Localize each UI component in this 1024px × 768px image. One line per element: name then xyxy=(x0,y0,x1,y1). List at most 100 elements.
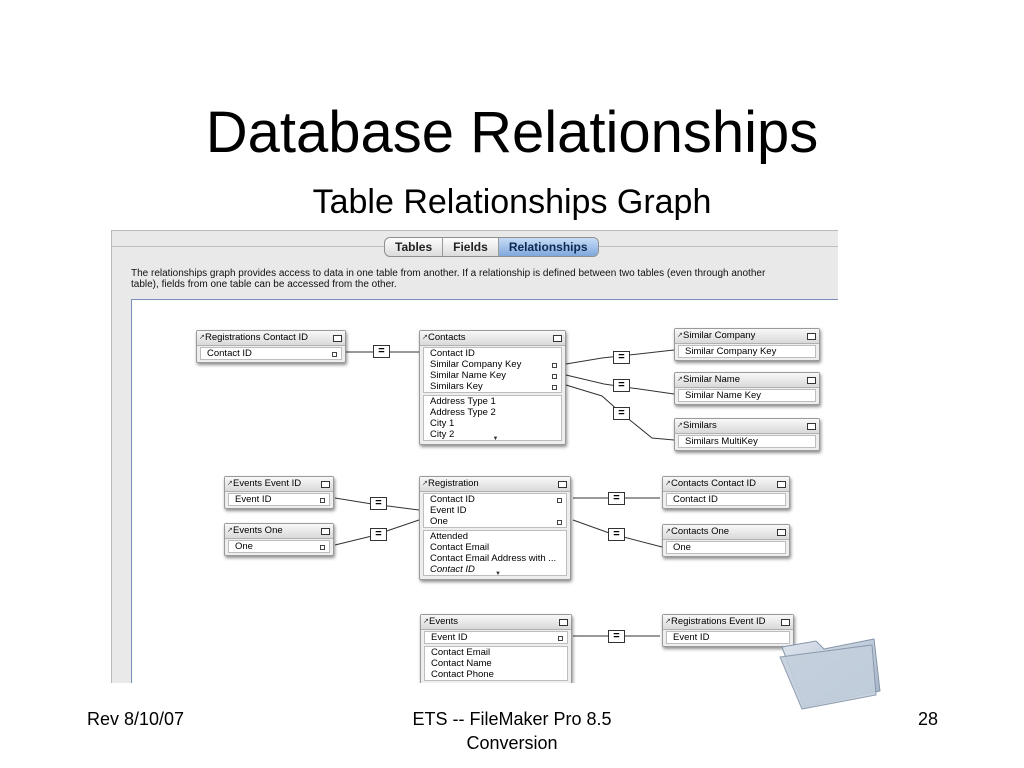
field-row[interactable]: Contact ID xyxy=(430,494,562,505)
collapse-toggle-icon[interactable] xyxy=(333,335,342,342)
table-header[interactable]: ↗ Contacts Contact ID xyxy=(663,477,789,492)
collapse-toggle-icon[interactable] xyxy=(321,481,330,488)
field-row[interactable]: Similar Company Key xyxy=(685,346,811,357)
table-handle-icon: ↗ xyxy=(677,376,683,383)
collapse-toggle-icon[interactable] xyxy=(807,423,816,430)
table-occurrence-contacts[interactable]: ↗ Contacts Contact ID Similar Company Ke… xyxy=(419,330,566,445)
field-row[interactable]: Event ID xyxy=(430,505,562,516)
equals-join-icon[interactable]: = xyxy=(608,630,625,643)
equals-join-icon[interactable]: = xyxy=(608,492,625,505)
table-header[interactable]: ↗ Registrations Event ID xyxy=(663,615,793,630)
field-row[interactable]: One xyxy=(673,542,781,553)
table-title: Contacts xyxy=(428,332,466,343)
field-row[interactable]: Contact ID xyxy=(673,494,781,505)
table-title: Contacts Contact ID xyxy=(671,478,757,489)
table-occurrence-events[interactable]: ↗ Events Event ID Contact Email Contact … xyxy=(420,614,572,683)
field-row[interactable]: Address Type 1 xyxy=(430,396,557,407)
equals-join-icon[interactable]: = xyxy=(613,407,630,420)
table-occurrence-similar-name[interactable]: ↗ Similar Name Similar Name Key xyxy=(674,372,820,405)
field-row[interactable]: Contact Email Address with ... xyxy=(430,553,562,564)
equals-join-icon[interactable]: = xyxy=(373,345,390,358)
collapse-toggle-icon[interactable] xyxy=(558,481,567,488)
collapse-toggle-icon[interactable] xyxy=(559,619,568,626)
table-header[interactable]: ↗ Registration xyxy=(420,477,570,492)
table-occurrence-similars[interactable]: ↗ Similars Similars MultiKey xyxy=(674,418,820,451)
table-header[interactable]: ↗ Similars xyxy=(675,419,819,434)
collapse-toggle-icon[interactable] xyxy=(777,529,786,536)
relationships-description: The relationships graph provides access … xyxy=(131,268,838,290)
tab-tables[interactable]: Tables xyxy=(385,238,444,256)
table-title: Events xyxy=(429,616,459,627)
table-handle-icon: ↗ xyxy=(665,618,671,625)
field-row[interactable]: Similar Company Key xyxy=(430,359,557,370)
field-row[interactable]: Event ID xyxy=(673,632,785,643)
field-row[interactable]: City 1 xyxy=(430,418,557,429)
table-occurrence-registration[interactable]: ↗ Registration Contact ID Event ID One A… xyxy=(419,476,571,580)
collapse-toggle-icon[interactable] xyxy=(553,335,562,342)
field-name: Similar Name Key xyxy=(685,390,762,401)
field-row[interactable]: Contact Name xyxy=(431,658,563,669)
field-row[interactable]: Event ID xyxy=(431,632,563,643)
collapse-toggle-icon[interactable] xyxy=(781,619,790,626)
table-header[interactable]: ↗ Registrations Contact ID xyxy=(197,331,345,346)
field-row[interactable]: Contact ID xyxy=(430,348,557,359)
equals-join-icon[interactable]: = xyxy=(370,497,387,510)
field-row[interactable]: Similar Name Key xyxy=(430,370,557,381)
slide-subtitle: Table Relationships Graph xyxy=(312,183,712,221)
table-handle-icon: ↗ xyxy=(227,527,233,534)
field-row[interactable]: One xyxy=(235,541,325,552)
collapse-toggle-icon[interactable] xyxy=(807,333,816,340)
scroll-more-icon[interactable]: ▼ xyxy=(492,436,499,442)
field-name: City 2 xyxy=(430,429,455,440)
field-row[interactable]: Contact Phone xyxy=(431,669,563,680)
table-header[interactable]: ↗ Contacts xyxy=(420,331,565,346)
field-row[interactable]: Contact Email xyxy=(430,542,562,553)
table-occurrence-contacts-one[interactable]: ↗ Contacts One One xyxy=(662,524,790,557)
table-header[interactable]: ↗ Events Event ID xyxy=(225,477,333,492)
field-row[interactable]: Contact Email xyxy=(431,647,563,658)
table-title: Events One xyxy=(233,525,283,536)
field-row[interactable]: Similar Name Key xyxy=(685,390,811,401)
key-fields: Contact ID Event ID One xyxy=(423,493,567,528)
table-header[interactable]: ↗ Similar Company xyxy=(675,329,819,344)
field-row[interactable]: Similars Key xyxy=(430,381,557,392)
equals-join-icon[interactable]: = xyxy=(608,528,625,541)
field-row[interactable]: Attended xyxy=(430,531,562,542)
table-occurrence-events-one[interactable]: ↗ Events One One xyxy=(224,523,334,556)
field-row[interactable]: Contact ID xyxy=(207,348,337,359)
table-occurrence-similar-company[interactable]: ↗ Similar Company Similar Company Key xyxy=(674,328,820,361)
tab-bar: Tables Fields Relationships xyxy=(384,237,599,257)
field-row[interactable]: Contact ID xyxy=(430,564,562,575)
collapse-toggle-icon[interactable] xyxy=(807,377,816,384)
equals-join-icon[interactable]: = xyxy=(613,351,630,364)
table-header[interactable]: ↗ Events xyxy=(421,615,571,630)
table-occurrence-contacts-contact-id[interactable]: ↗ Contacts Contact ID Contact ID xyxy=(662,476,790,509)
table-handle-icon: ↗ xyxy=(665,528,671,535)
field-row[interactable]: City 2 xyxy=(430,429,557,440)
field-row[interactable]: Address Type 2 xyxy=(430,407,557,418)
field-name: Address Type 1 xyxy=(430,396,496,407)
footer-course-title: ETS -- FileMaker Pro 8.5 Conversion xyxy=(360,707,664,755)
footer-line-1: ETS -- FileMaker Pro 8.5 xyxy=(412,709,612,729)
collapse-toggle-icon[interactable] xyxy=(777,481,786,488)
field-row[interactable]: Similars MultiKey xyxy=(685,436,811,447)
collapse-toggle-icon[interactable] xyxy=(321,528,330,535)
table-occurrence-registrations-event-id[interactable]: ↗ Registrations Event ID Event ID xyxy=(662,614,794,647)
table-header[interactable]: ↗ Events One xyxy=(225,524,333,539)
table-header[interactable]: ↗ Similar Name xyxy=(675,373,819,388)
field-bullet-icon xyxy=(552,385,557,390)
equals-join-icon[interactable]: = xyxy=(613,379,630,392)
key-fields: Similars MultiKey xyxy=(678,435,816,448)
relationships-graph-canvas[interactable]: = = = = = = = = = ↗ Registrations Contac… xyxy=(131,299,838,683)
scroll-more-icon[interactable]: ▼ xyxy=(495,571,501,577)
table-title: Similars xyxy=(683,420,717,431)
field-row[interactable]: One xyxy=(430,516,562,527)
key-fields: One xyxy=(666,541,786,554)
table-occurrence-events-event-id[interactable]: ↗ Events Event ID Event ID xyxy=(224,476,334,509)
tab-fields[interactable]: Fields xyxy=(443,238,499,256)
field-row[interactable]: Event ID xyxy=(235,494,325,505)
table-occurrence-registrations-contact-id[interactable]: ↗ Registrations Contact ID Contact ID xyxy=(196,330,346,363)
tab-relationships[interactable]: Relationships xyxy=(498,238,598,256)
table-header[interactable]: ↗ Contacts One xyxy=(663,525,789,540)
equals-join-icon[interactable]: = xyxy=(370,528,387,541)
